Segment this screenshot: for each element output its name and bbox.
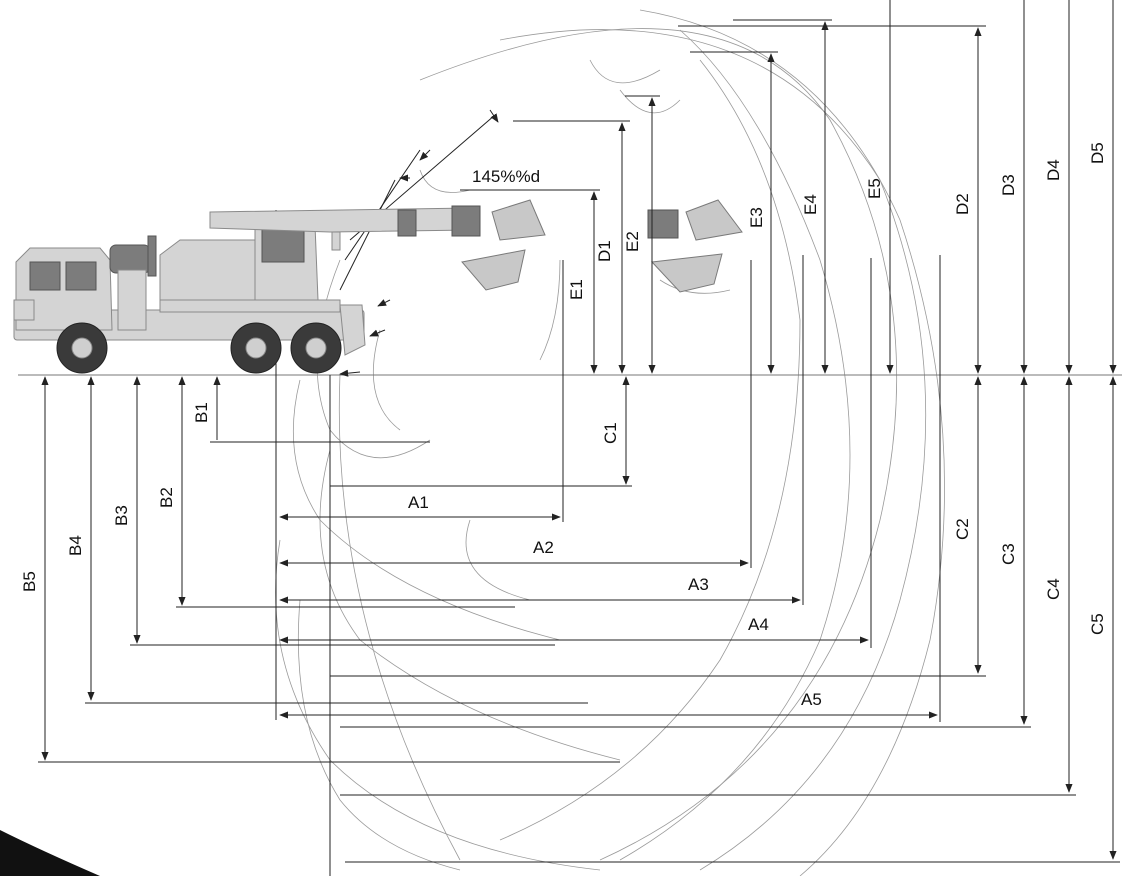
label-b5: B5	[20, 571, 39, 592]
label-b4: B4	[66, 535, 85, 556]
label-d5: D5	[1088, 142, 1107, 164]
angle-label: 145%%d	[472, 167, 540, 186]
bucket-upper-1	[491, 199, 546, 241]
bucket-upper-2	[685, 199, 743, 241]
label-d4: D4	[1044, 159, 1063, 181]
label-c5: C5	[1088, 613, 1107, 635]
label-c2: C2	[953, 518, 972, 540]
label-a1: A1	[408, 493, 429, 512]
label-e4: E4	[801, 194, 820, 215]
label-e2: E2	[623, 231, 642, 252]
label-d2: D2	[953, 193, 972, 215]
depth-dimensions-b: B1 B2 B3 B4 B5	[20, 376, 620, 763]
label-e1: E1	[567, 279, 586, 300]
label-d1: D1	[595, 240, 614, 262]
height-dimensions-d: D1 D2 D3 D4 D5	[513, 0, 1117, 374]
label-c3: C3	[999, 543, 1018, 565]
depth-dimensions-c: C1 C2 C3 C4 C5	[330, 376, 1120, 863]
label-a4: A4	[748, 615, 769, 634]
label-a5: A5	[801, 690, 822, 709]
label-c4: C4	[1044, 578, 1063, 600]
label-a2: A2	[533, 538, 554, 557]
label-d3: D3	[999, 174, 1018, 196]
excavator-machine	[13, 205, 481, 374]
label-e5: E5	[865, 178, 884, 199]
bucket-lower-2	[650, 253, 723, 293]
label-c1: C1	[601, 422, 620, 444]
corner-shade	[0, 830, 100, 876]
reach-dimensions-a: A1 A2 A3 A4 A5	[279, 255, 941, 722]
label-e3: E3	[747, 207, 766, 228]
label-b2: B2	[157, 487, 176, 508]
label-b1: B1	[192, 402, 211, 423]
bucket-positions	[461, 199, 743, 293]
height-dimensions-e: E1 E2 E3 E4 E5	[567, 0, 894, 374]
label-b3: B3	[112, 505, 131, 526]
label-a3: A3	[688, 575, 709, 594]
bucket-lower-1	[461, 249, 526, 291]
